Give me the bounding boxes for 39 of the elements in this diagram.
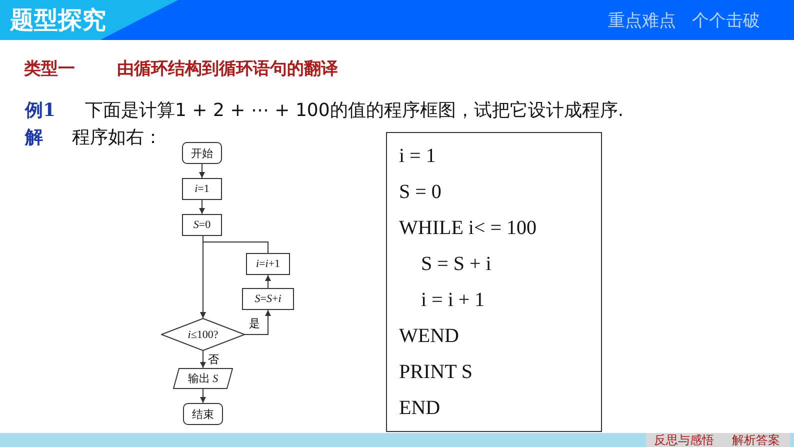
question-text: 下面是计算1 + 2 + ⋯ + 100的值的程序框图，试把它设计成程序. (85, 99, 624, 122)
terminal-box: 开始 (182, 142, 222, 164)
code-box (386, 132, 602, 432)
code-line: i = i + 1 (421, 289, 485, 312)
process-box: S=0 (182, 214, 222, 236)
code-line: S = 0 (399, 181, 442, 204)
section-heading: 类型一 (24, 58, 75, 80)
code-line: WHILE i< = 100 (399, 217, 537, 240)
section-heading: 由循环结构到循环语句的翻译 (117, 58, 338, 80)
process-box: S=S+i (242, 288, 294, 310)
edge-label: 是 (249, 318, 260, 330)
answer-text: 程序如右： (72, 126, 162, 149)
footer-button: 反思与感悟 (646, 433, 722, 447)
code-line: S = S + i (421, 253, 492, 276)
node-text: 输出 S (188, 372, 218, 386)
arrow (200, 242, 268, 318)
header-title: 题型探究 (10, 5, 106, 36)
terminal-box: 结束 (183, 403, 223, 425)
io-parallelogram (173, 368, 233, 389)
decision-diamond (161, 318, 245, 351)
code-line: WEND (399, 325, 459, 348)
process-box: i=i+1 (246, 253, 290, 275)
header-text: 个个击破 (692, 10, 760, 32)
header-text: 重点难点 (608, 10, 676, 32)
node-text: i≤100? (188, 328, 218, 340)
process-box: i=1 (182, 178, 222, 200)
example-label: 例1 (25, 99, 56, 122)
footer-button: 解析答案 (722, 433, 790, 447)
arrow (199, 164, 205, 178)
arrow (199, 200, 205, 214)
arrow (265, 274, 271, 288)
answer-label: 解 (25, 126, 43, 149)
arrow (200, 388, 206, 404)
code-line: PRINT S (399, 361, 473, 384)
edge-label: 否 (208, 354, 219, 366)
arrow (244, 310, 271, 335)
arrow (200, 350, 206, 368)
code-line: i = 1 (399, 145, 436, 168)
code-line: END (399, 397, 440, 420)
